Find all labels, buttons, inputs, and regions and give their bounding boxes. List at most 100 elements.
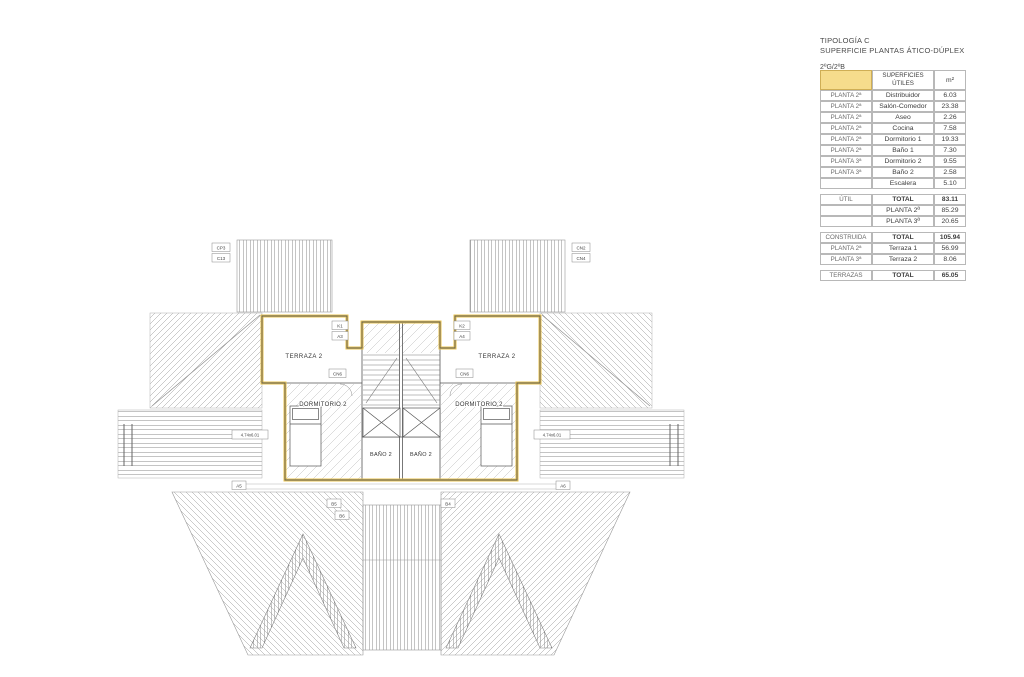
row-room: Dormitorio 2 [872,156,934,167]
svg-text:K1: K1 [337,324,343,329]
tag-a6: A6 [555,480,571,490]
room-label-terraza-left: TERRAZA 2 [285,354,322,360]
roof-lower-left [171,491,364,656]
tag-b6: B6 [334,510,350,520]
row-floor: PLANTA 2ª [820,134,872,145]
row-room: Escalera [872,178,934,189]
total-label: TERRAZAS [820,270,872,281]
header-useful: SUPERFICIES ÚTILES [872,70,934,90]
tag-dim-left: 4.74x6.01 [231,429,269,440]
total-value: 83.11 [934,194,966,205]
row-floor: PLANTA 2ª [820,90,872,101]
staircase [362,354,441,438]
typology-title: TIPOLOGÍA C [820,36,870,45]
tag-b4: B4 [440,498,456,508]
svg-text:CN6: CN6 [333,372,342,377]
svg-text:K2: K2 [459,324,465,329]
total-label: PLANTA 3ª [820,254,872,265]
total-value: 65.05 [934,270,966,281]
row-room: Baño 2 [872,167,934,178]
roof-hip-chevron-left [249,533,357,649]
unit-outline [261,315,541,481]
row-floor: PLANTA 2ª [820,123,872,134]
row-value: 2.26 [934,112,966,123]
total-value: 8.06 [934,254,966,265]
highlight-cell [820,70,872,90]
room-label-dormitorio-left: DORMITORIO 2 [299,402,347,408]
row-value: 2.58 [934,167,966,178]
row-floor: PLANTA 2ª [820,145,872,156]
door-swings [339,383,463,397]
svg-text:A4: A4 [459,334,465,339]
svg-text:CN2: CN2 [576,246,585,251]
svg-text:C13: C13 [217,256,226,261]
svg-text:B5: B5 [331,502,337,507]
row-room: Aseo [872,112,934,123]
unit-reference: 2ºG/2ºB [820,64,845,71]
roof-upper-left [149,312,263,409]
tag-cn2: CN2 [571,242,591,252]
tag-k2: K2 [453,320,471,330]
svg-text:A3: A3 [337,334,343,339]
tag-b5: B5 [326,498,342,508]
row-room: Salón-Comedor [872,101,934,112]
total-desc: PLANTA 3ª [872,216,934,227]
title-block: TIPOLOGÍA C SUPERFICIE PLANTAS ÁTICO-DÚP… [820,36,1000,71]
header-useful-line2: ÚTILES [892,80,914,87]
eave-lines [245,483,558,490]
svg-text:4.74x6.01: 4.74x6.01 [241,433,260,438]
tag-k1: K1 [331,320,349,330]
slope-hatch-stair-top [363,323,440,353]
roof-hip-chevron-right [445,533,553,649]
tag-cn6-left: CN6 [328,368,347,378]
roof-strip-top-right [469,239,566,313]
row-floor [820,178,872,189]
total-value: 20.65 [934,216,966,227]
row-value: 7.58 [934,123,966,134]
total-desc: Terraza 1 [872,243,934,254]
tag-a5: A5 [231,480,247,490]
tag-c13: C13 [211,253,231,263]
row-value: 19.33 [934,134,966,145]
total-label [820,216,872,227]
total-label: ÚTIL [820,194,872,205]
bed-left [289,405,322,467]
roof-lower-center [362,504,442,651]
svg-text:A5: A5 [236,484,242,489]
room-label-dormitorio-right: DORMITORIO 2 [455,402,503,408]
room-label-terraza-right: TERRAZA 2 [478,354,515,360]
row-value: 5.10 [934,178,966,189]
svg-text:CN6: CN6 [460,372,469,377]
total-value: 105.94 [934,232,966,243]
row-floor: PLANTA 3ª [820,167,872,178]
bed-right [480,405,513,467]
pergola-band-left [117,409,263,479]
svg-text:CN4: CN4 [576,256,585,261]
tag-a3: A3 [331,331,349,341]
header-useful-line1: SUPERFICIES [882,72,924,79]
tag-cp3: CP3 [211,242,231,252]
total-label: CONSTRUIDA [820,232,872,243]
svg-text:B4: B4 [445,502,451,507]
row-value: 23.38 [934,101,966,112]
total-value: 85.29 [934,205,966,216]
row-floor: PLANTA 3ª [820,156,872,167]
row-room: Baño 1 [872,145,934,156]
svg-text:A6: A6 [560,484,566,489]
tag-a4: A4 [453,331,471,341]
total-label: PLANTA 2ª [820,243,872,254]
total-desc: PLANTA 2ª [872,205,934,216]
row-floor: PLANTA 2ª [820,101,872,112]
